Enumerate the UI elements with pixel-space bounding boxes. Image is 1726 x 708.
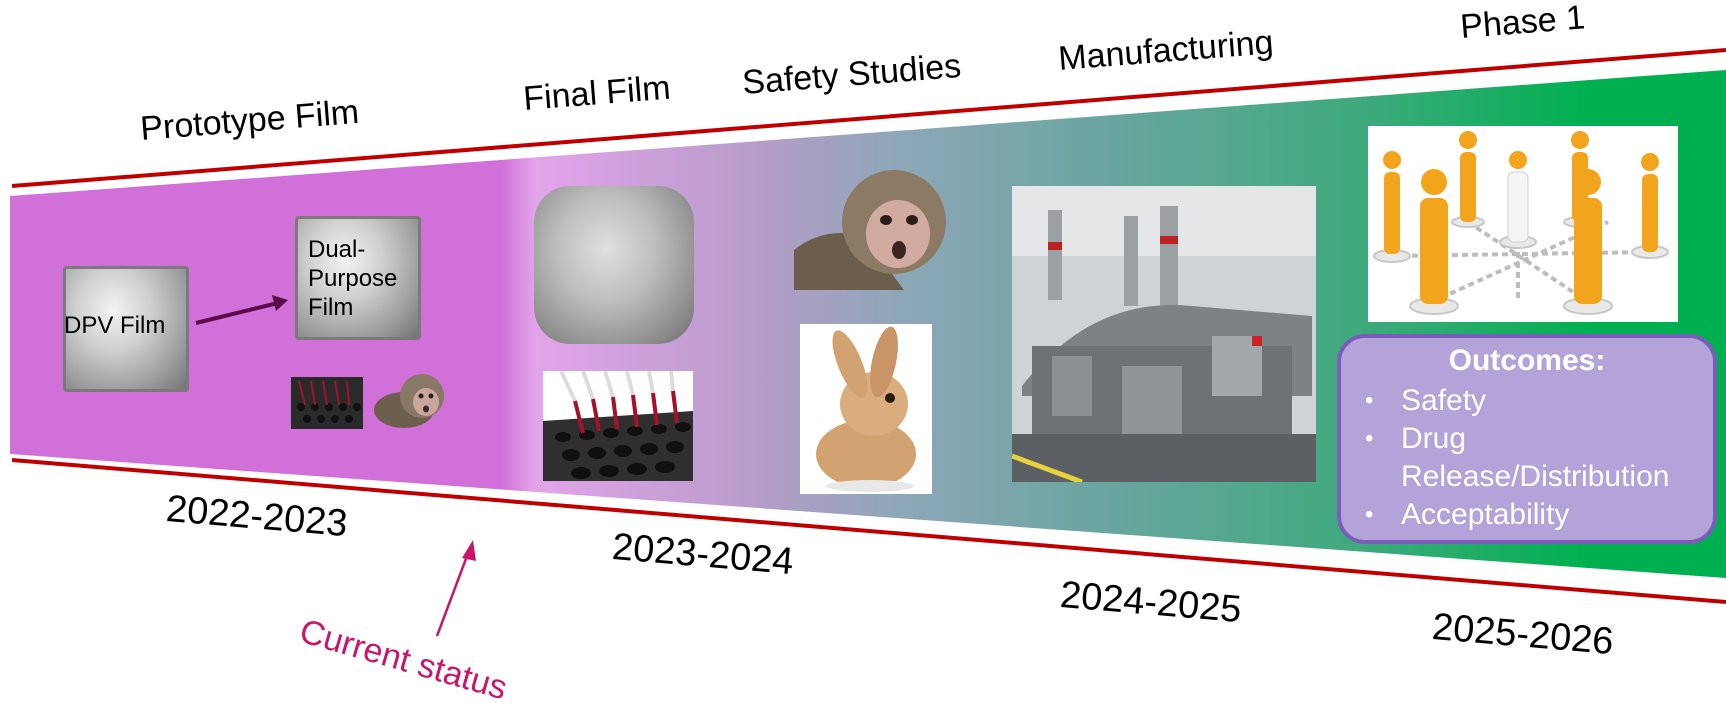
monkey-small-image	[374, 372, 448, 428]
dual-purpose-line-1: Dual-	[308, 236, 366, 263]
lower-rule	[11, 458, 1726, 604]
film-arrow-head	[272, 295, 288, 311]
outcomes-list: Safety Drug Release/Distribution Accepta…	[1341, 382, 1713, 534]
outcome-item-safety: Safety	[1365, 382, 1713, 420]
final-film-image	[534, 186, 694, 344]
film-arrow	[195, 300, 283, 325]
dual-purpose-film-image	[295, 216, 421, 340]
manufacturing-image	[1012, 186, 1316, 482]
monkey-image	[794, 166, 950, 290]
status-arrow	[435, 547, 472, 637]
outcomes-box: Outcomes: Safety Drug Release/Distributi…	[1337, 334, 1717, 544]
rabbit-image	[800, 324, 932, 494]
dual-purpose-line-2: Purpose	[308, 264, 398, 292]
pipette-plate-small-image	[291, 377, 363, 429]
outcome-item-acceptability: Acceptability	[1365, 496, 1713, 534]
outcome-item-drug-release: Drug Release/Distribution	[1365, 420, 1713, 496]
status-arrow-head	[462, 540, 476, 561]
pipette-plate-image	[543, 371, 693, 481]
upper-rule	[11, 48, 1726, 188]
people-network-image	[1368, 126, 1678, 322]
dual-purpose-line-3: Film	[308, 293, 354, 321]
dual-purpose-film-label: Dual- Purpose Film	[308, 236, 397, 322]
dpv-film-image	[63, 266, 189, 392]
dpv-film-label: DPV Film	[64, 312, 166, 339]
outcomes-title: Outcomes:	[1448, 344, 1606, 377]
